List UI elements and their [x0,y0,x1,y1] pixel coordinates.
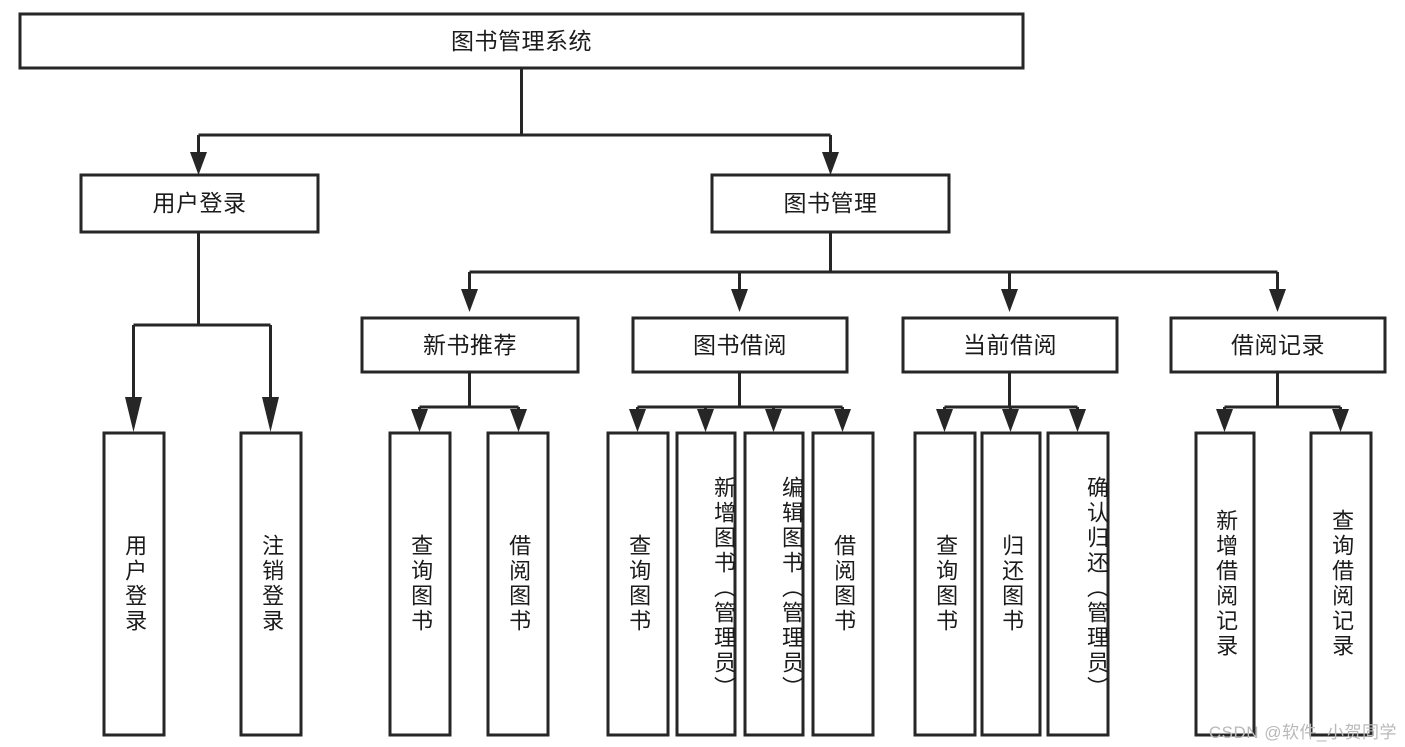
leaf-box-query-book-2[interactable] [606,431,670,737]
node-box-new-book-recommend[interactable] [360,316,580,374]
leaf-box-query-book-1[interactable] [388,431,452,737]
node-box-root[interactable] [18,12,1025,70]
edge-group-book-borrow [629,372,851,432]
leaf-box-query-borrow-record[interactable] [1309,431,1373,737]
edge-group-current-borrow [936,372,1086,432]
edge-group-user-login [125,232,279,432]
node-box-borrow-record[interactable] [1169,316,1387,374]
leaf-box-edit-book-admin[interactable] [743,431,805,737]
leaf-box-add-borrow-record[interactable] [1194,431,1256,737]
leaf-box-user-login[interactable] [102,431,166,737]
edge-group-book-management [461,232,1286,312]
csdn-watermark: CSDN @软件_小贺同学 [1208,723,1397,742]
leaf-box-logout[interactable] [239,431,303,737]
leaf-box-query-book-3[interactable] [913,431,977,737]
leaf-box-add-book-admin[interactable] [675,431,737,737]
leaf-box-borrow-book-2[interactable] [811,431,875,737]
leaf-box-confirm-return-admin[interactable] [1046,431,1110,737]
edge-group-new-book-recommend [411,372,527,432]
node-box-book-borrow[interactable] [631,316,849,374]
node-box-user-login[interactable] [79,173,320,234]
edge-group-borrow-record [1216,372,1349,432]
edge-group-root [190,68,839,175]
leaf-box-return-book[interactable] [980,431,1042,737]
node-box-book-management[interactable] [710,173,951,234]
leaf-box-borrow-book-1[interactable] [486,431,550,737]
node-box-current-borrow[interactable] [901,316,1119,374]
